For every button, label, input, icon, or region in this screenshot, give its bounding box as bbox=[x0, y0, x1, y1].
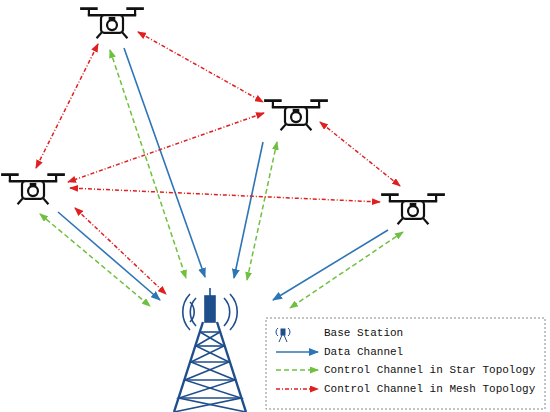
base-station-tower bbox=[174, 288, 246, 412]
legend-label: Control Channel in Star Topology bbox=[324, 363, 535, 377]
drone-icons bbox=[1, 9, 445, 225]
mesh-control-channels bbox=[36, 32, 400, 294]
legend-frame bbox=[266, 318, 545, 409]
legend-label: Data Channel bbox=[324, 345, 403, 359]
data-channels bbox=[58, 48, 388, 300]
star-control-channels bbox=[40, 50, 403, 308]
legend-label: Control Channel in Mesh Topology bbox=[324, 382, 535, 396]
legend-label: Base Station bbox=[324, 326, 403, 340]
